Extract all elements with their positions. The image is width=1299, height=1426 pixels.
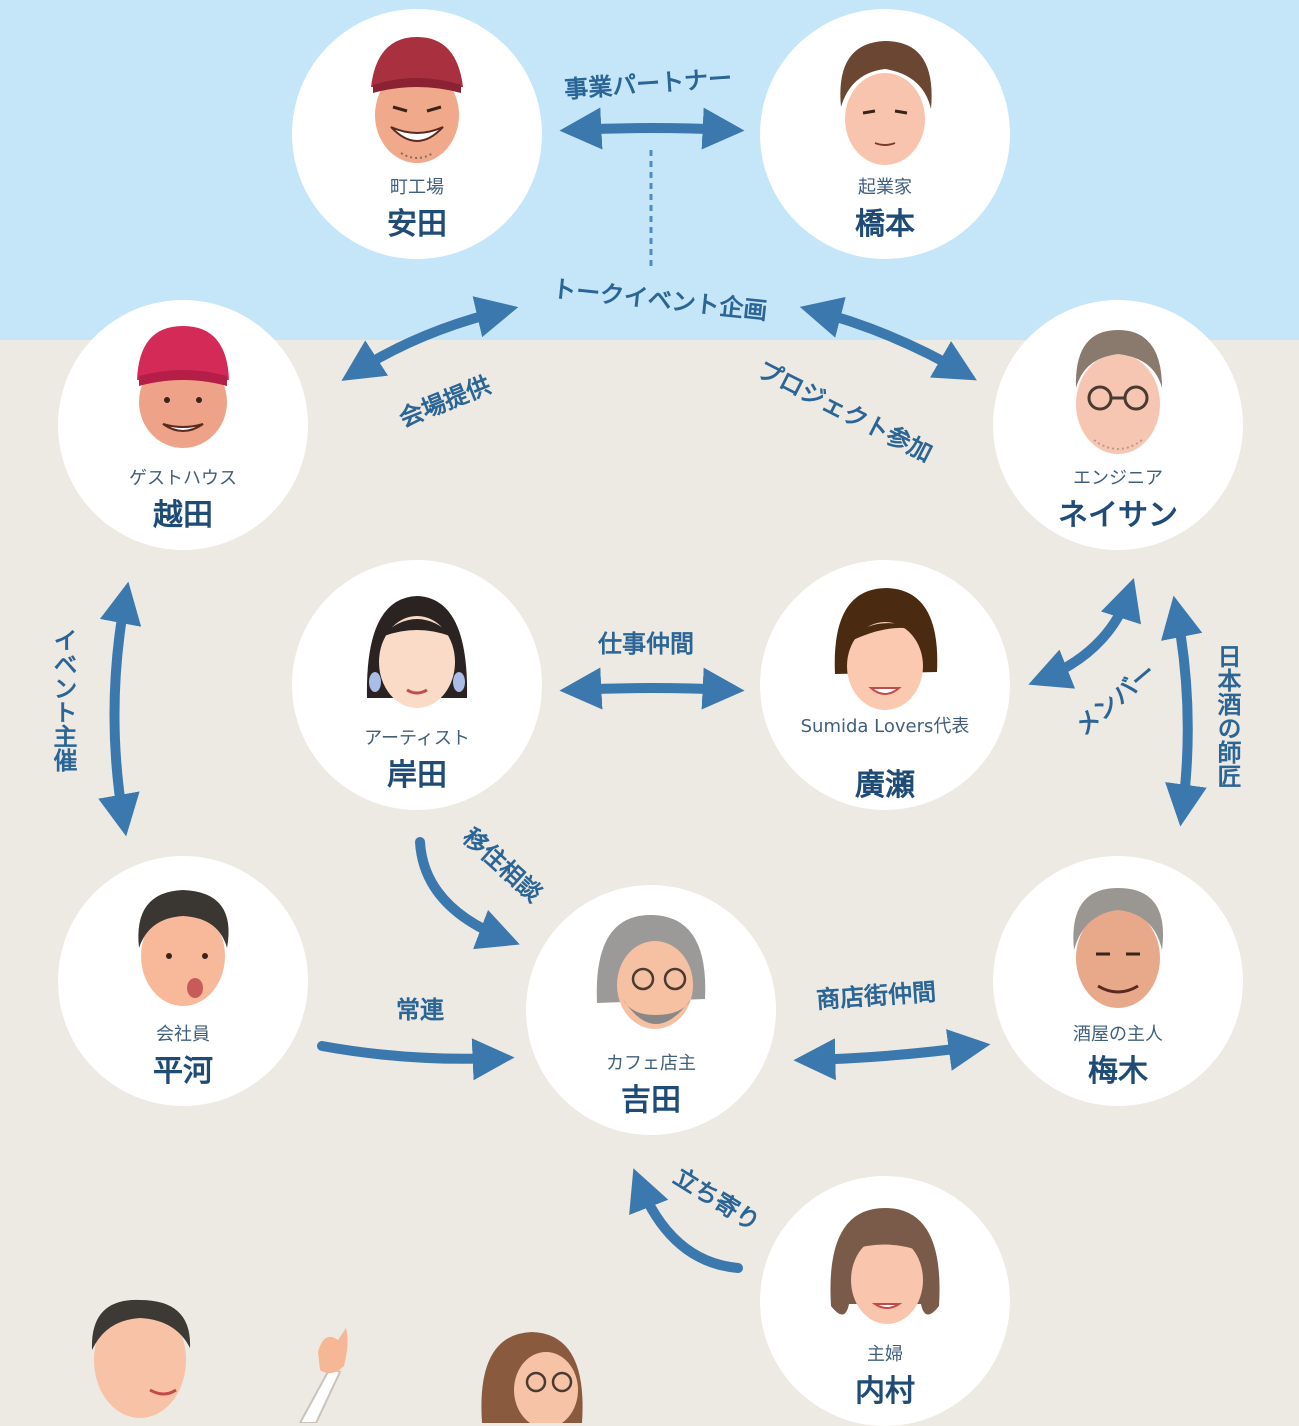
- person-name: 岸田: [387, 758, 447, 793]
- arrow-member: [1028, 578, 1141, 689]
- arrow-event: [98, 581, 142, 837]
- person-node-hirose: Sumida Lovers代表 廣瀬: [760, 560, 1010, 810]
- person-name: 越田: [153, 498, 213, 533]
- woman-earrings-face-icon: [366, 596, 468, 708]
- waving-man-figure-icon: [91, 1299, 348, 1423]
- surprised-man-face-icon: [138, 890, 229, 1006]
- person-name: 橋本: [855, 207, 915, 242]
- person-node-koshida: ゲストハウス 越田: [58, 300, 308, 550]
- glasses-woman-figure-icon: [481, 1332, 583, 1423]
- arrow-shopping: [793, 1029, 991, 1081]
- arrow-dropby: [629, 1168, 743, 1273]
- person-name: 吉田: [621, 1083, 681, 1118]
- person-role: 酒屋の主人: [1073, 1024, 1163, 1045]
- relation-label-regular: 常連: [396, 996, 444, 1024]
- person-node-yasuda: 町工場 安田: [292, 9, 542, 259]
- person-role: 町工場: [390, 177, 444, 198]
- relation-label-work: 仕事仲間: [598, 630, 694, 658]
- person-node-hashimoto: 起業家 橋本: [760, 9, 1010, 259]
- person-role: 主婦: [867, 1344, 903, 1365]
- pink-cap-man-face-icon: [137, 326, 229, 448]
- person-role: 会社員: [156, 1024, 210, 1045]
- bottom-figures: [91, 1299, 583, 1423]
- arrow-regular: [317, 1038, 515, 1081]
- elderly-man-face-icon: [1073, 888, 1164, 1008]
- person-node-yoshida: カフェ店主 吉田: [526, 885, 776, 1135]
- person-role: 起業家: [858, 177, 912, 198]
- person-role: カフェ店主: [606, 1053, 696, 1074]
- person-node-nathan: エンジニア ネイサン: [993, 300, 1243, 550]
- person-role: ゲストハウス: [129, 468, 237, 489]
- person-name: ネイサン: [1058, 498, 1178, 533]
- arrow-relocation: [415, 837, 520, 950]
- person-name: 梅木: [1088, 1054, 1148, 1089]
- person-node-uchimura: 主婦 内村: [760, 1176, 1010, 1426]
- young-man-face-icon: [840, 41, 932, 165]
- person-name: 内村: [855, 1374, 915, 1409]
- bob-hair-woman-face-icon: [834, 588, 938, 710]
- person-role: エンジニア: [1073, 468, 1163, 489]
- red-cap-man-face-icon: [371, 37, 463, 163]
- arrow-business: [559, 107, 745, 150]
- arrow-project: [799, 296, 977, 381]
- sake-line-2: 師匠: [1213, 740, 1241, 788]
- glasses-beard-man-face-icon: [1075, 330, 1162, 454]
- relation-label-event: イベント主催: [49, 628, 77, 772]
- person-role: アーティスト: [364, 728, 470, 749]
- arrow-sake: [1161, 595, 1207, 827]
- person-name: 平河: [153, 1054, 213, 1089]
- wavy-hair-woman-face-icon: [830, 1208, 940, 1324]
- arrow-venue: [341, 296, 519, 381]
- arrow-work: [559, 667, 745, 710]
- person-role: Sumida Lovers代表: [800, 716, 970, 737]
- person-name: 廣瀬: [855, 768, 915, 803]
- person-node-umeki: 酒屋の主人 梅木: [993, 856, 1243, 1106]
- sake-line-1: 日本酒の: [1213, 644, 1241, 740]
- person-node-kishida: アーティスト 岸田: [292, 560, 542, 810]
- person-node-hirakawa: 会社員 平河: [58, 856, 308, 1106]
- sky-band: [0, 0, 1299, 340]
- person-name: 安田: [387, 207, 447, 242]
- relation-label-sake: 日本酒の師匠: [1210, 644, 1245, 788]
- gray-hair-bearded-man-face-icon: [596, 914, 706, 1029]
